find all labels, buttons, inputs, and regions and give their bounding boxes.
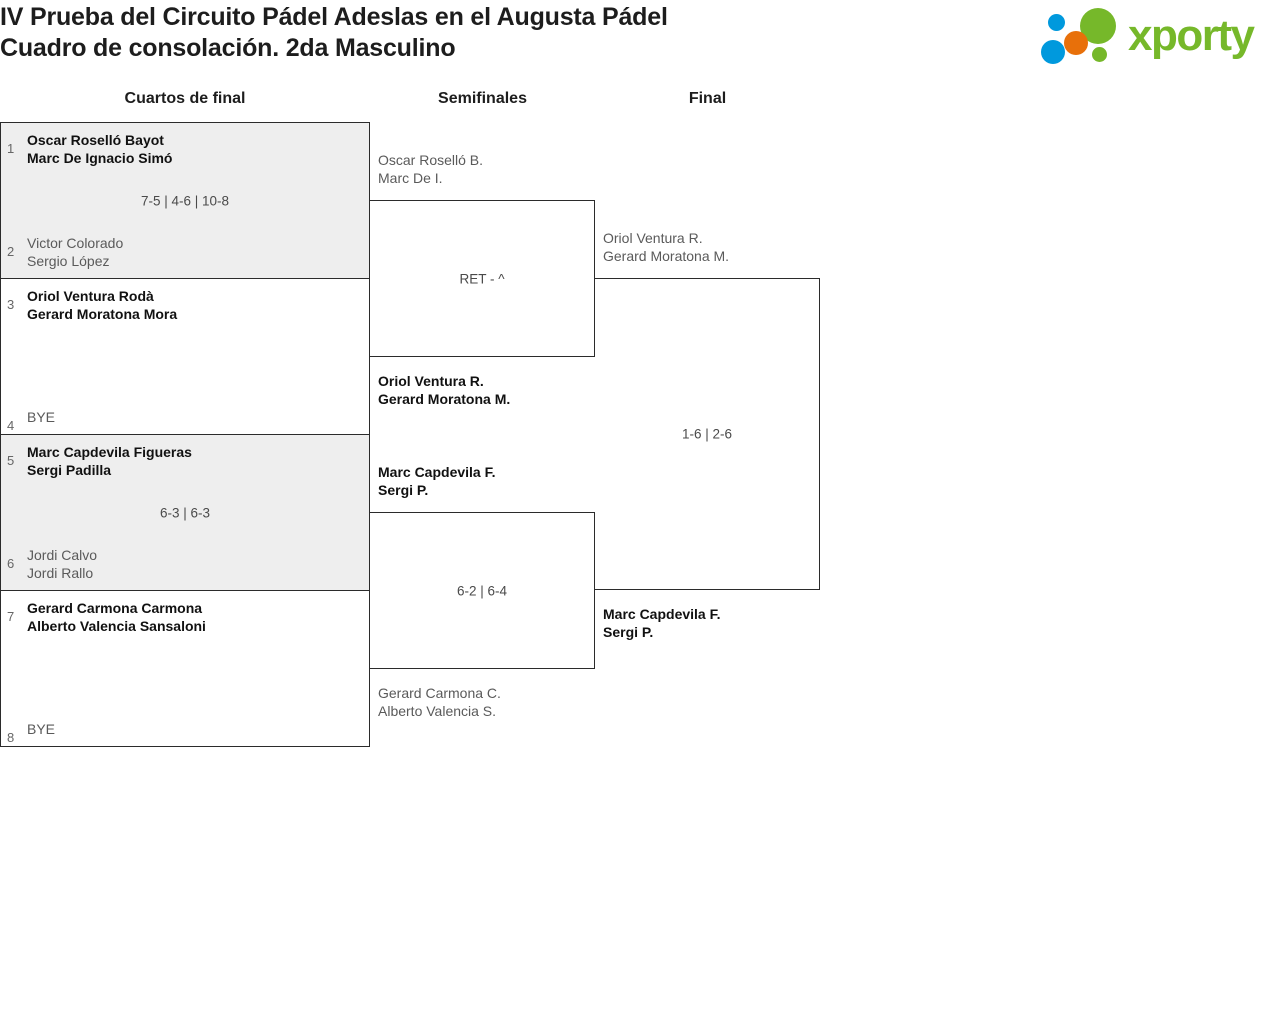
match-qf-1[interactable]: 1 Oscar Roselló Bayot Marc De Ignacio Si… <box>0 122 370 279</box>
logo-dot-green-small <box>1092 47 1107 62</box>
seed-number: 1 <box>7 141 15 156</box>
match-qf-2[interactable]: 3 Oriol Ventura Rodà Gerard Moratona Mor… <box>0 278 370 435</box>
player-name: Sergi P. <box>378 482 429 498</box>
match-sf-2[interactable]: Marc Capdevila F. Sergi P. 6-2 | 6-4 Ger… <box>370 464 595 719</box>
logo-dot-blue-small <box>1048 14 1065 31</box>
match-qf-1-team-top[interactable]: 1 Oscar Roselló Bayot Marc De Ignacio Si… <box>1 131 369 167</box>
player-name: Gerard Moratona M. <box>603 248 730 264</box>
seed-number: 3 <box>7 297 15 312</box>
logo-dot-blue-large <box>1041 40 1065 64</box>
page-header: IV Prueba del Circuito Pádel Adeslas en … <box>0 0 1280 90</box>
player-name: Marc De Ignacio Simó <box>27 150 173 166</box>
match-sf-2-team-top[interactable]: Marc Capdevila F. Sergi P. <box>370 463 594 499</box>
seed-number: 7 <box>7 609 15 624</box>
page-title: IV Prueba del Circuito Pádel Adeslas en … <box>0 2 668 64</box>
tournament-bracket: 1 Oscar Roselló Bayot Marc De Ignacio Si… <box>0 122 1280 782</box>
player-name: BYE <box>27 721 56 737</box>
match-qf-1-score: 7-5 | 4-6 | 10-8 <box>140 193 230 208</box>
round-headers: Cuartos de final Semifinales Final <box>0 90 1280 122</box>
match-final[interactable]: Oriol Ventura R. Gerard Moratona M. 1-6 … <box>595 230 820 640</box>
match-qf-3[interactable]: 5 Marc Capdevila Figueras Sergi Padilla … <box>0 434 370 591</box>
match-final-team-bottom[interactable]: Marc Capdevila F. Sergi P. <box>595 605 819 641</box>
player-name: Jordi Rallo <box>27 565 94 581</box>
player-name: Oriol Ventura R. <box>378 373 484 389</box>
round-header-quarterfinals: Cuartos de final <box>124 90 246 107</box>
match-sf-1-score: RET - ^ <box>459 271 505 286</box>
player-name: Gerard Moratona Mora <box>27 306 178 322</box>
match-sf-1[interactable]: Oscar Roselló B. Marc De I. RET - ^ Orio… <box>370 152 595 407</box>
player-name: Oscar Roselló Bayot <box>27 132 164 148</box>
match-qf-4-team-bottom[interactable]: 8 BYE <box>1 720 369 745</box>
player-name: Oriol Ventura Rodà <box>27 288 154 304</box>
match-qf-2-team-bottom[interactable]: 4 BYE <box>1 408 369 433</box>
player-name: Oscar Roselló B. <box>378 152 484 168</box>
match-qf-3-team-top[interactable]: 5 Marc Capdevila Figueras Sergi Padilla <box>1 443 369 479</box>
logo-wordmark: xporty <box>1128 11 1255 60</box>
title-line-1: IV Prueba del Circuito Pádel Adeslas en … <box>0 3 668 31</box>
match-sf-2-score: 6-2 | 6-4 <box>456 583 508 598</box>
logo-dot-orange <box>1064 31 1088 55</box>
player-name: Sergio López <box>27 253 110 269</box>
player-name: Marc De I. <box>378 170 443 186</box>
player-name: Sergi Padilla <box>27 462 112 478</box>
player-name: Gerard Moratona M. <box>378 391 511 407</box>
title-line-2: Cuadro de consolación. 2da Masculino <box>0 34 456 62</box>
match-sf-2-team-bottom[interactable]: Gerard Carmona C. Alberto Valencia S. <box>370 684 594 720</box>
seed-number: 5 <box>7 453 15 468</box>
xporty-logo[interactable]: xporty <box>1040 6 1272 68</box>
match-sf-1-team-bottom[interactable]: Oriol Ventura R. Gerard Moratona M. <box>370 372 594 408</box>
match-qf-1-team-bottom[interactable]: 2 Victor Colorado Sergio López <box>1 234 369 270</box>
round-header-final: Final <box>688 90 727 107</box>
player-name: Victor Colorado <box>27 235 124 251</box>
player-name: Gerard Carmona Carmona <box>27 600 203 616</box>
match-qf-4[interactable]: 7 Gerard Carmona Carmona Alberto Valenci… <box>0 590 370 747</box>
player-name: Oriol Ventura R. <box>603 230 703 246</box>
match-qf-3-score: 6-3 | 6-3 <box>159 505 211 520</box>
player-name: BYE <box>27 409 56 425</box>
seed-number: 2 <box>7 244 15 259</box>
match-sf-1-team-top[interactable]: Oscar Roselló B. Marc De I. <box>370 151 594 187</box>
match-qf-2-team-top[interactable]: 3 Oriol Ventura Rodà Gerard Moratona Mor… <box>1 287 369 323</box>
player-name: Sergi P. <box>603 624 654 640</box>
player-name: Jordi Calvo <box>27 547 98 563</box>
seed-number: 6 <box>7 556 15 571</box>
seed-number: 4 <box>7 418 15 433</box>
player-name: Alberto Valencia S. <box>378 703 497 719</box>
seed-number: 8 <box>7 730 15 745</box>
match-qf-3-team-bottom[interactable]: 6 Jordi Calvo Jordi Rallo <box>1 546 369 582</box>
match-qf-4-team-top[interactable]: 7 Gerard Carmona Carmona Alberto Valenci… <box>1 599 369 635</box>
match-final-score: 1-6 | 2-6 <box>681 426 733 442</box>
player-name: Marc Capdevila Figueras <box>27 444 192 460</box>
match-final-team-top[interactable]: Oriol Ventura R. Gerard Moratona M. <box>595 229 819 265</box>
round-header-semifinals: Semifinales <box>438 90 527 107</box>
player-name: Marc Capdevila F. <box>378 464 496 480</box>
player-name: Gerard Carmona C. <box>378 685 501 701</box>
player-name: Marc Capdevila F. <box>603 606 721 622</box>
player-name: Alberto Valencia Sansaloni <box>27 618 206 634</box>
